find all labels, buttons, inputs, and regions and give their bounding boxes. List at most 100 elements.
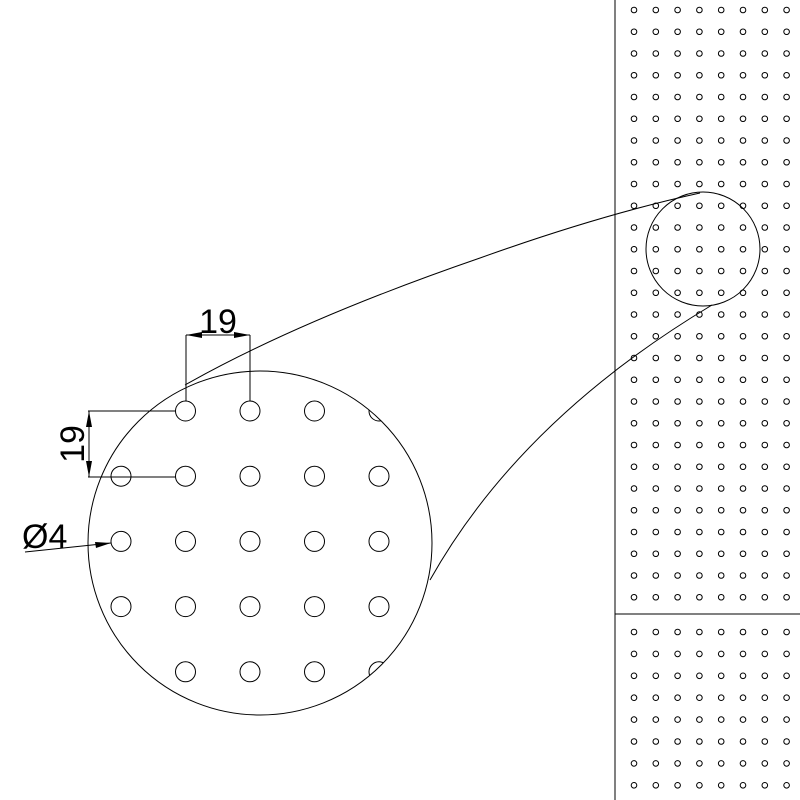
hole bbox=[761, 485, 769, 492]
hole bbox=[674, 650, 681, 658]
hole bbox=[696, 245, 703, 253]
hole bbox=[717, 463, 725, 471]
hole bbox=[630, 738, 638, 745]
hole bbox=[717, 245, 725, 253]
hole bbox=[674, 550, 681, 558]
hole bbox=[175, 661, 196, 683]
hole bbox=[783, 650, 790, 658]
hole bbox=[175, 596, 196, 618]
hole bbox=[783, 93, 790, 101]
hole bbox=[674, 441, 681, 449]
hole bbox=[674, 158, 681, 166]
hole bbox=[717, 332, 725, 340]
hole bbox=[652, 376, 660, 384]
hole bbox=[696, 354, 703, 362]
hole bbox=[739, 158, 747, 166]
hole bbox=[674, 572, 681, 579]
hole bbox=[630, 289, 638, 297]
hole bbox=[717, 782, 725, 789]
hole bbox=[630, 137, 638, 144]
hole-diameter-label: Ø4 bbox=[22, 518, 67, 556]
hole bbox=[304, 465, 325, 487]
hole bbox=[652, 202, 660, 210]
hole bbox=[783, 332, 790, 340]
hole bbox=[652, 441, 660, 449]
hole bbox=[652, 628, 660, 636]
hole bbox=[674, 289, 681, 297]
hole bbox=[652, 593, 660, 601]
hole bbox=[652, 672, 660, 680]
hole bbox=[630, 485, 638, 492]
hole bbox=[717, 311, 725, 318]
hole bbox=[761, 463, 769, 471]
hole bbox=[652, 289, 660, 297]
hole bbox=[696, 441, 703, 449]
hole bbox=[630, 71, 638, 79]
hole bbox=[717, 628, 725, 636]
hole bbox=[239, 596, 261, 618]
hole bbox=[739, 354, 747, 362]
hole bbox=[696, 224, 703, 231]
hole bbox=[761, 28, 769, 36]
hole bbox=[717, 650, 725, 658]
detail-leader-bottom bbox=[429, 304, 713, 581]
hole bbox=[652, 650, 660, 658]
hole bbox=[717, 289, 725, 297]
hole bbox=[304, 661, 325, 683]
hole bbox=[110, 596, 132, 618]
hole bbox=[674, 485, 681, 492]
hole bbox=[630, 267, 638, 275]
hole bbox=[717, 6, 725, 14]
hole bbox=[717, 376, 725, 384]
hole bbox=[717, 354, 725, 362]
hole bbox=[761, 760, 769, 767]
hole bbox=[696, 419, 703, 427]
hole bbox=[110, 465, 132, 487]
hole bbox=[739, 672, 747, 680]
hole bbox=[630, 245, 638, 253]
hole bbox=[696, 93, 703, 101]
hole bbox=[630, 50, 638, 57]
hole bbox=[783, 245, 790, 253]
hole bbox=[717, 716, 725, 723]
hole bbox=[652, 6, 660, 14]
hole bbox=[783, 311, 790, 318]
hole bbox=[630, 672, 638, 680]
hole bbox=[368, 596, 390, 618]
hole bbox=[674, 115, 681, 123]
hole bbox=[674, 311, 681, 318]
hole bbox=[175, 465, 196, 487]
hole bbox=[739, 180, 747, 188]
hole bbox=[761, 398, 769, 405]
hole bbox=[630, 28, 638, 36]
hole bbox=[761, 6, 769, 14]
hole bbox=[175, 400, 196, 422]
panel-hole-grid bbox=[630, 6, 790, 789]
hole bbox=[652, 760, 660, 767]
hole bbox=[652, 50, 660, 57]
hole bbox=[652, 485, 660, 492]
hole bbox=[783, 398, 790, 405]
hole bbox=[696, 485, 703, 492]
hole bbox=[696, 398, 703, 405]
hole bbox=[761, 50, 769, 57]
hole bbox=[739, 311, 747, 318]
hole bbox=[652, 245, 660, 253]
vertical-pitch-dimension: 19 bbox=[54, 410, 176, 478]
hole bbox=[783, 71, 790, 79]
hole bbox=[175, 530, 196, 552]
hole bbox=[739, 694, 747, 702]
hole bbox=[696, 506, 703, 514]
hole bbox=[739, 93, 747, 101]
hole bbox=[739, 760, 747, 767]
hole bbox=[696, 267, 703, 275]
hole bbox=[783, 6, 790, 14]
hole bbox=[739, 71, 747, 79]
hole bbox=[696, 289, 703, 297]
vertical-pitch-label: 19 bbox=[54, 425, 92, 463]
hole bbox=[696, 376, 703, 384]
hole bbox=[630, 115, 638, 123]
hole bbox=[761, 137, 769, 144]
hole bbox=[674, 354, 681, 362]
detail-callout-circle bbox=[645, 191, 761, 307]
